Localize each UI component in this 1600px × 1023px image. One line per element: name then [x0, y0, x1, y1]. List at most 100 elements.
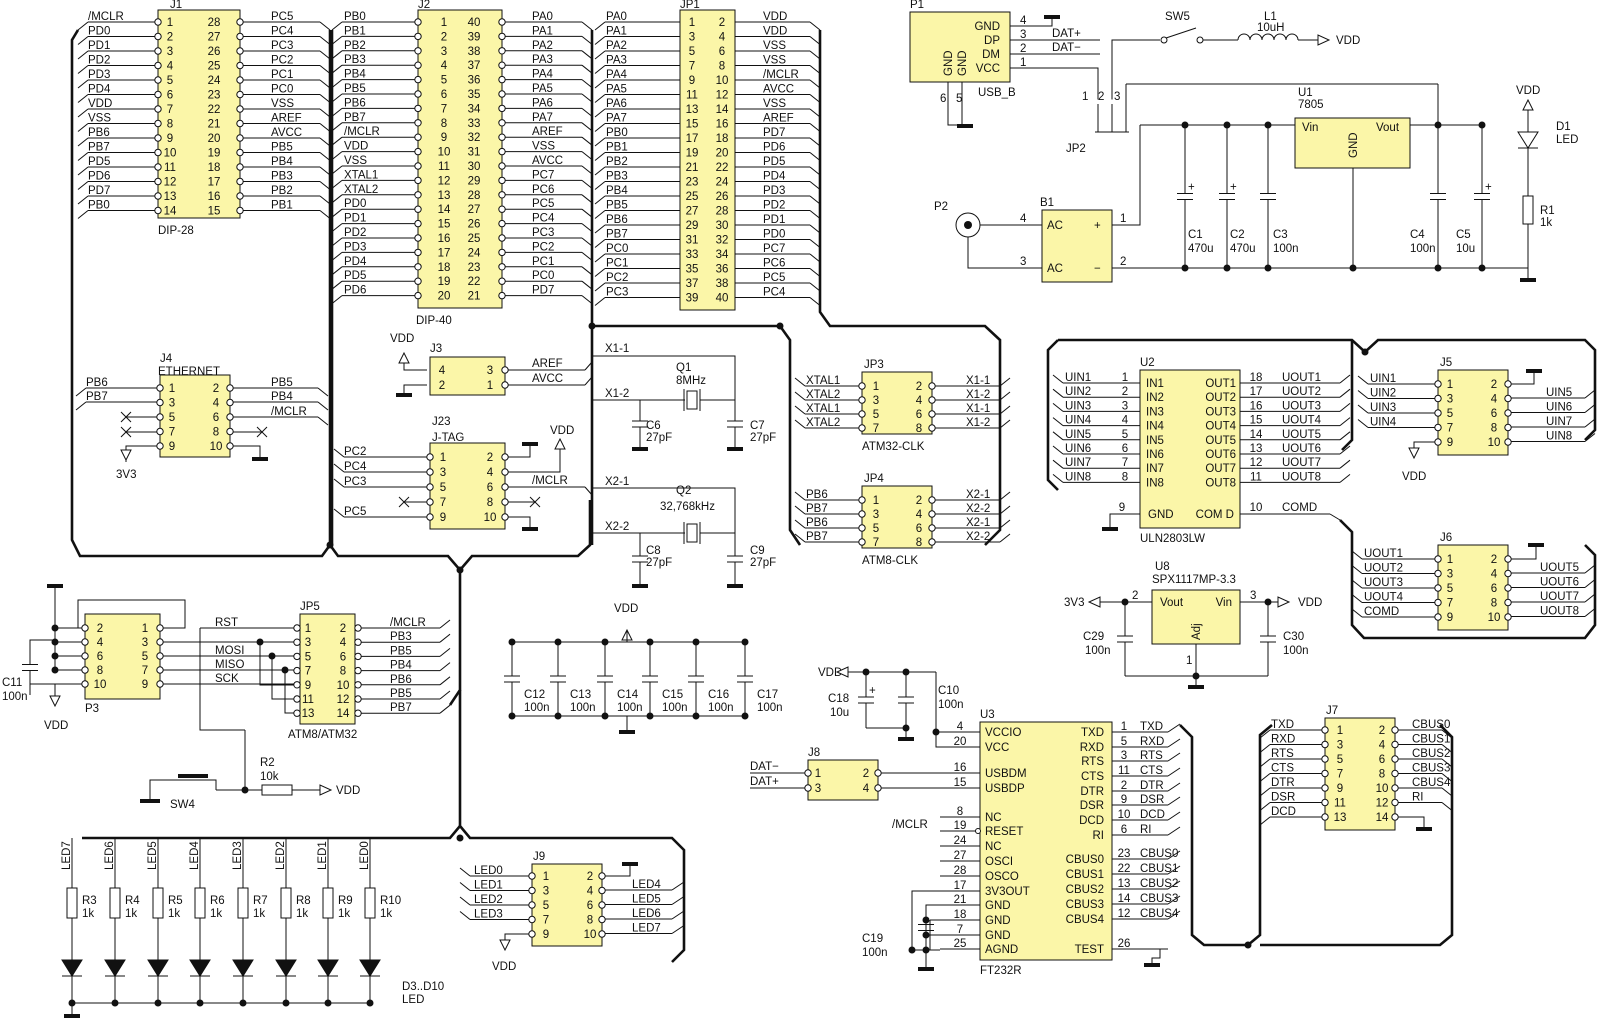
pin-circle [858, 382, 866, 390]
net-label: CBUS0 [1412, 719, 1450, 731]
pin-circle [1321, 726, 1329, 734]
junction-dot [1223, 264, 1231, 272]
pin-number: 20 [954, 736, 967, 748]
wire [331, 165, 343, 175]
pin-number: 9 [1121, 794, 1127, 806]
net-label: PD4 [88, 84, 111, 96]
pin-circle [236, 177, 244, 186]
junction-dot [554, 712, 562, 720]
pin-circle [498, 47, 506, 55]
wire [809, 79, 821, 89]
pin-circle [156, 413, 164, 421]
wire [331, 108, 343, 117]
component-ref: D1 [1556, 121, 1571, 133]
wire [592, 355, 736, 415]
component-name: ATM32-CLK [862, 441, 925, 453]
net-label: PA6 [532, 97, 553, 109]
wire [1052, 431, 1064, 441]
pin-number: 18 [1250, 372, 1263, 384]
pin-number: 16 [438, 233, 451, 245]
pin-number: 17 [686, 133, 699, 145]
wire [1584, 579, 1596, 588]
pin-name: GND [957, 50, 969, 76]
wire [671, 910, 685, 920]
wire [594, 123, 606, 132]
switch-contact [1160, 36, 1168, 44]
net-label: UIN4 [1065, 415, 1092, 427]
net-label: /MCLR [271, 406, 307, 418]
pin-circle [156, 680, 164, 688]
net-label: PA5 [606, 84, 627, 96]
pin-number: 28 [954, 865, 967, 877]
pin-number: 7 [689, 61, 695, 73]
net-label: CBUS1 [1412, 734, 1450, 746]
pin-circle [498, 277, 506, 285]
crystal-icon [686, 523, 698, 543]
net-label: PB7 [88, 142, 110, 154]
pin-circle [498, 162, 506, 170]
pin-number: 4 [439, 365, 446, 377]
pin-number: 22 [716, 162, 729, 174]
component-ref: C5 [1456, 229, 1471, 241]
junction-dot [601, 712, 609, 720]
ic-body [157, 9, 241, 219]
net-label: LED3 [474, 909, 503, 921]
net-label: PC0 [271, 84, 293, 96]
wire [1167, 723, 1181, 733]
pin-number: 6 [1379, 754, 1385, 766]
net-label: PB1 [344, 25, 366, 37]
net-label: AVCC [532, 155, 563, 167]
pin-number: 16 [1250, 400, 1263, 412]
component-value: 10k [260, 771, 279, 783]
net-label: X1-2 [605, 388, 629, 400]
pin-circle [928, 496, 936, 504]
pin-number: 26 [1118, 938, 1131, 950]
pin-number: 4 [916, 509, 923, 521]
pin-number: 12 [438, 175, 451, 187]
pin-number: 38 [468, 46, 481, 58]
pin-number: 3 [873, 395, 879, 407]
component-value: 32,768kHz [660, 501, 715, 513]
pin-number: 12 [1376, 798, 1389, 810]
component-ref: SW4 [170, 799, 196, 811]
net-label: PB6 [88, 127, 110, 139]
component-ref: C3 [1273, 229, 1288, 241]
pin-circle [293, 709, 301, 717]
pin-circle [154, 206, 162, 215]
pin-name: GND [985, 900, 1011, 912]
net-label: VDD [344, 141, 368, 153]
pin-number: 9 [440, 512, 446, 524]
wire [671, 896, 685, 905]
pin-number: 32 [716, 235, 729, 247]
pin-circle [414, 90, 422, 98]
wire [1052, 403, 1064, 412]
pin-number: 7 [167, 104, 173, 116]
pin-number: 16 [208, 191, 221, 203]
pin-number: 23 [686, 177, 699, 189]
junction-dot [326, 541, 334, 549]
pin-name: GND [985, 915, 1011, 927]
net-label: PA3 [606, 55, 627, 67]
net-label: DAT+ [750, 776, 779, 788]
pin-circle [414, 291, 422, 300]
component-name: USB_B [978, 87, 1016, 99]
supply-label: VDD [614, 603, 638, 615]
net-label: UIN3 [1065, 400, 1091, 412]
wire [581, 151, 593, 160]
pin-circle [598, 915, 606, 924]
wire [1398, 816, 1425, 828]
pin-number: 1 [1121, 721, 1127, 733]
pin-number: 4 [719, 32, 726, 44]
pin-name: OUT6 [1205, 449, 1236, 461]
wire [584, 361, 593, 371]
component-value: 1k [210, 908, 222, 920]
net-label: RI [1412, 792, 1424, 804]
net-label: UOUT6 [1540, 577, 1579, 589]
component-name: LED [402, 994, 424, 1006]
pin-number: 8 [957, 806, 963, 818]
pin-name: IN8 [1146, 477, 1164, 489]
net-label: PC4 [763, 287, 786, 299]
pin-circle [928, 538, 936, 546]
